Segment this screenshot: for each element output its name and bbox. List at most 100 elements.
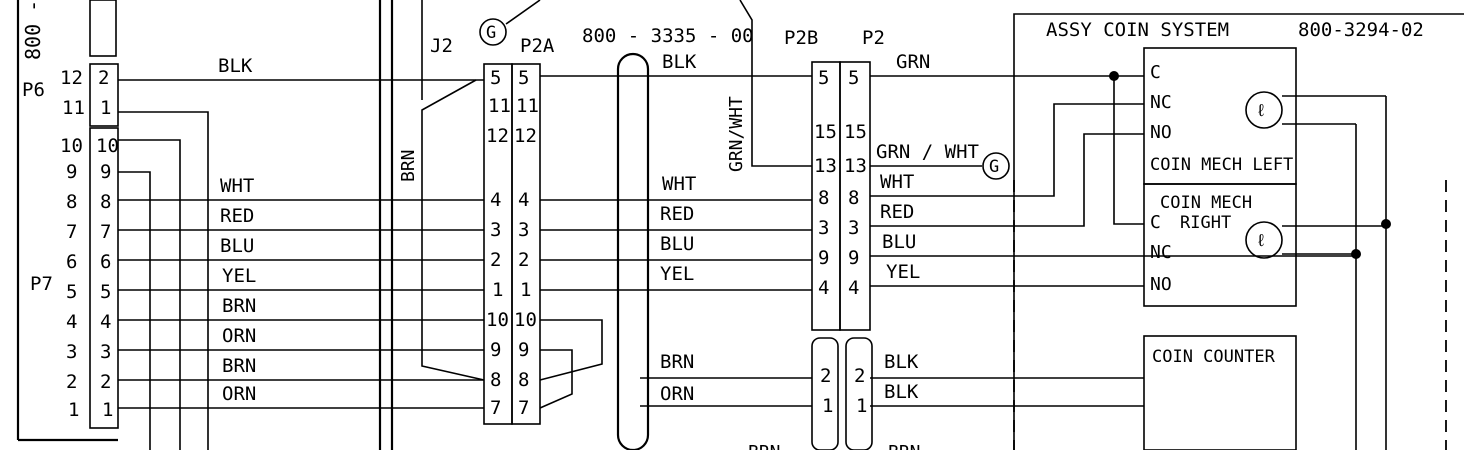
svg-text:5: 5 — [100, 281, 111, 303]
svg-text:10: 10 — [486, 309, 509, 331]
svg-text:1: 1 — [520, 279, 531, 301]
wire-labels-mid: BLK WHT RED BLU YEL BRN ORN — [660, 51, 697, 405]
svg-text:BLK: BLK — [884, 351, 919, 373]
svg-text:ORN: ORN — [222, 383, 256, 405]
svg-text:WHT: WHT — [880, 171, 914, 193]
svg-text:13: 13 — [814, 155, 837, 177]
svg-text:4: 4 — [490, 189, 501, 211]
bottom-brn-label-b: BRN — [888, 442, 921, 450]
cable-part-number: 800 - 3335 - 00 — [582, 25, 754, 47]
p2a-connector — [511, 63, 541, 425]
svg-text:8: 8 — [490, 369, 501, 391]
svg-text:5: 5 — [848, 67, 859, 89]
wire-labels-left: BLK WHT RED BLU YEL BRN ORN BRN ORN — [218, 55, 256, 405]
svg-text:2: 2 — [490, 249, 501, 271]
svg-text:7: 7 — [100, 221, 111, 243]
svg-text:4: 4 — [818, 277, 829, 299]
coin-mech-right — [1143, 183, 1297, 307]
p7-pins: 10 9 8 7 6 5 4 3 2 1 10 9 8 7 6 5 4 3 2 … — [60, 135, 119, 421]
assy-part-number: 800-3294-02 — [1298, 19, 1424, 41]
svg-text:10: 10 — [96, 135, 119, 157]
svg-text:4: 4 — [518, 189, 529, 211]
svg-text:YEL: YEL — [222, 265, 256, 287]
svg-text:11: 11 — [516, 95, 539, 117]
svg-text:8: 8 — [518, 369, 529, 391]
svg-text:6: 6 — [100, 251, 111, 273]
svg-text:9: 9 — [490, 339, 501, 361]
svg-text:YEL: YEL — [886, 261, 920, 283]
junction-dot — [1351, 249, 1361, 259]
j2-pin-numbers: 5 11 12 4 3 2 1 10 9 8 7 5 11 12 4 3 2 1… — [486, 67, 539, 419]
svg-text:9: 9 — [848, 247, 859, 269]
svg-text:12: 12 — [486, 125, 509, 147]
svg-text:C: C — [1150, 212, 1161, 233]
svg-text:5: 5 — [518, 67, 529, 89]
coin-mech-right-label-1: COIN MECH — [1160, 193, 1252, 213]
svg-text:NC: NC — [1150, 92, 1172, 113]
p6-connector — [89, 63, 119, 127]
svg-text:2: 2 — [518, 249, 529, 271]
svg-text:13: 13 — [844, 155, 867, 177]
coin-counter — [1143, 335, 1297, 450]
svg-text:1: 1 — [822, 395, 833, 417]
bottom-brn-label-a: BRN — [748, 442, 781, 450]
svg-text:ℓ: ℓ — [1256, 101, 1266, 121]
svg-text:NO: NO — [1150, 122, 1172, 143]
svg-text:BLK: BLK — [218, 55, 253, 77]
coin-counter-label: COIN COUNTER — [1152, 347, 1276, 367]
svg-text:12: 12 — [514, 125, 537, 147]
p2-lower-connector — [845, 337, 873, 450]
junction-dot — [1381, 219, 1391, 229]
svg-text:9: 9 — [66, 161, 77, 183]
p2-lower-pins: 2 1 2 1 — [820, 365, 867, 417]
cable-bundle — [616, 52, 650, 450]
svg-text:1: 1 — [68, 399, 79, 421]
svg-text:1: 1 — [492, 279, 503, 301]
svg-text:9: 9 — [100, 161, 111, 183]
wires-right — [870, 75, 1356, 407]
svg-text:RED: RED — [220, 205, 254, 227]
brn-vertical-label: BRN — [398, 149, 419, 182]
svg-text:9: 9 — [818, 247, 829, 269]
svg-text:GRN / WHT: GRN / WHT — [876, 141, 979, 163]
svg-text:5: 5 — [818, 67, 829, 89]
svg-text:1: 1 — [856, 395, 867, 417]
svg-text:8: 8 — [848, 187, 859, 209]
svg-text:BRN: BRN — [222, 295, 256, 317]
svg-text:2: 2 — [100, 371, 111, 393]
coin-mech-right-coil — [1245, 221, 1283, 259]
svg-text:ORN: ORN — [222, 325, 256, 347]
wires-mid — [540, 75, 812, 407]
svg-text:7: 7 — [490, 397, 501, 419]
assy-label: ASSY COIN SYSTEM — [1046, 19, 1229, 41]
svg-text:ORN: ORN — [660, 383, 694, 405]
svg-text:BLU: BLU — [660, 233, 694, 255]
svg-text:12: 12 — [60, 67, 83, 89]
svg-text:C: C — [1150, 62, 1161, 83]
p7-connector — [89, 127, 119, 429]
wire-labels-right: GRN GRN / WHT WHT RED BLU YEL BLK BLK — [876, 51, 979, 403]
ground-symbol-right — [982, 152, 1010, 180]
svg-text:11: 11 — [62, 97, 85, 119]
svg-text:3: 3 — [818, 217, 829, 239]
p2b-lower-connector — [811, 337, 839, 450]
svg-text:G: G — [486, 23, 496, 43]
svg-text:BLU: BLU — [882, 231, 916, 253]
grn-wht-riser — [739, 0, 812, 167]
svg-text:4: 4 — [66, 311, 77, 333]
svg-text:11: 11 — [488, 95, 511, 117]
svg-text:4: 4 — [100, 311, 111, 333]
p6-label: P6 — [22, 79, 45, 101]
svg-text:2: 2 — [820, 365, 831, 387]
svg-text:YEL: YEL — [660, 263, 694, 285]
p6-pins: 12 11 2 1 — [60, 67, 111, 119]
svg-text:BLU: BLU — [220, 235, 254, 257]
grn-wht-vertical-label: GRN/WHT — [726, 96, 747, 172]
svg-text:BRN: BRN — [222, 355, 256, 377]
svg-text:BRN: BRN — [660, 351, 694, 373]
top-connector-fragment — [89, 0, 117, 57]
ground-symbol-top — [479, 18, 507, 46]
svg-text:15: 15 — [844, 121, 867, 143]
top-left-code: 800 - — [21, 0, 45, 60]
